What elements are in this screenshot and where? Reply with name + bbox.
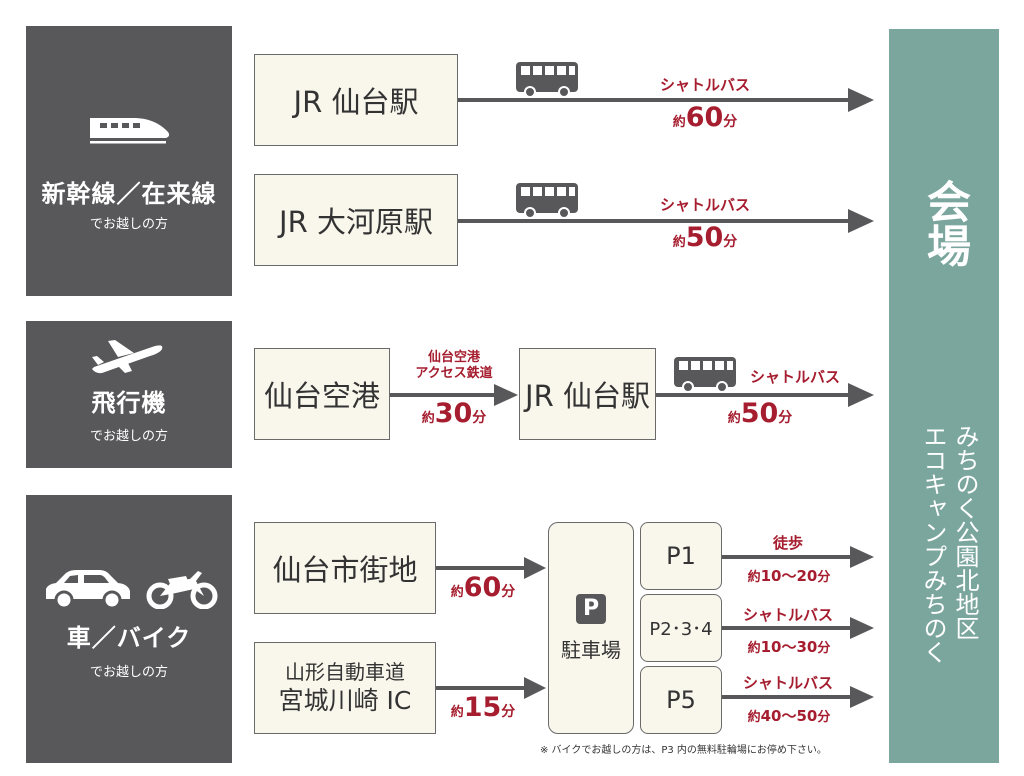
rail-route-2-time: 約50分: [672, 222, 738, 253]
arrow-rail-2: [458, 209, 874, 233]
arrow-air-rail: [390, 384, 518, 406]
parking-icon: P: [576, 593, 606, 624]
venue-name-line2: エコキャンプみちのく: [919, 424, 947, 664]
parking-lot-p5: P5: [640, 666, 722, 734]
bus-icon: [673, 356, 737, 393]
parking-hub: P 駐車場: [548, 522, 634, 734]
venue-name-line1: みちのく公園北地区: [951, 424, 979, 640]
rail-route-1-time: 約60分: [672, 102, 738, 133]
arrow-lot-3: [722, 686, 874, 708]
lot-2-mode: シャトルバス: [742, 606, 833, 624]
interchange-label: 宮城川崎 IC: [278, 686, 412, 715]
arrow-car-1: [436, 557, 546, 579]
arrow-lot-1: [722, 546, 874, 568]
lot-1-mode: 徒歩: [772, 534, 803, 552]
motorcycle-icon: [146, 571, 218, 609]
venue-name: みちのく公園北地区 エコキャンプみちのく: [917, 424, 981, 664]
air-bus-time: 約50分: [727, 398, 793, 429]
rail-route-1-mode: シャトルバス: [659, 76, 750, 94]
origin-label: 仙台市街地: [272, 553, 418, 587]
arrow-air-bus: [656, 383, 874, 407]
lot-3-mode: シャトルバス: [742, 674, 833, 692]
venue-title-text: 会場: [919, 179, 970, 267]
expressway-label: 山形自動車道: [285, 660, 405, 684]
category-air: 飛行機 でお越しの方: [26, 321, 232, 468]
arrow-lot-2: [722, 617, 874, 639]
station-box-ogawara: JR 大河原駅: [254, 174, 458, 266]
category-air-subtitle: でお越しの方: [89, 429, 168, 444]
station-box-sendai-air: JR 仙台駅: [519, 348, 656, 440]
parking-lot-p234: P2･3･4: [640, 594, 722, 662]
airport-box: 仙台空港: [254, 348, 390, 440]
air-bus-mode: シャトルバス: [749, 368, 840, 386]
category-car-title: 車／バイク: [66, 624, 192, 652]
lot-2-time: 約10〜30分: [747, 638, 831, 656]
station-label: JR 大河原駅: [279, 205, 433, 239]
category-air-title: 飛行機: [91, 389, 167, 417]
car-route-1-time: 約60分: [450, 572, 516, 603]
category-car-subtitle: でお越しの方: [89, 665, 168, 680]
motorcycle-note: ※ バイクでお越しの方は、P3 内の無料駐輪場にお停め下さい。: [540, 745, 827, 756]
station-box-sendai: JR 仙台駅: [254, 54, 458, 146]
train-icon: [90, 118, 170, 144]
lot-1-time: 約10〜20分: [747, 567, 831, 585]
venue-title: 会場: [889, 179, 999, 284]
bus-icon: [515, 182, 579, 219]
venue-panel: 会場 みちのく公園北地区 エコキャンプみちのく: [889, 29, 999, 763]
origin-box-expressway: 山形自動車道 宮城川崎 IC: [254, 642, 436, 734]
station-label: JR 仙台駅: [293, 85, 419, 119]
airport-label: 仙台空港: [263, 379, 380, 413]
category-rail-title: 新幹線／在来線: [41, 180, 217, 208]
origin-box-city: 仙台市街地: [254, 522, 436, 614]
airplane-icon: [92, 340, 163, 374]
category-car: 車／バイク でお越しの方: [26, 495, 232, 763]
parking-label: 駐車場: [561, 637, 621, 662]
rail-route-2-mode: シャトルバス: [659, 196, 750, 214]
arrow-rail-1: [458, 88, 874, 112]
parking-lot-p1: P1: [640, 522, 722, 590]
car-icon: [46, 570, 130, 609]
lot-3-time: 約40〜50分: [747, 707, 831, 725]
bus-icon: [515, 61, 579, 98]
station-label: JR 仙台駅: [525, 379, 650, 413]
air-rail-time: 約30分: [421, 398, 487, 429]
arrow-car-2: [436, 677, 546, 699]
air-rail-line: 仙台空港 アクセス鉄道: [415, 350, 493, 381]
car-route-2-time: 約15分: [450, 692, 516, 723]
category-rail-subtitle: でお越しの方: [89, 217, 168, 232]
category-rail: 新幹線／在来線 でお越しの方: [26, 26, 232, 296]
